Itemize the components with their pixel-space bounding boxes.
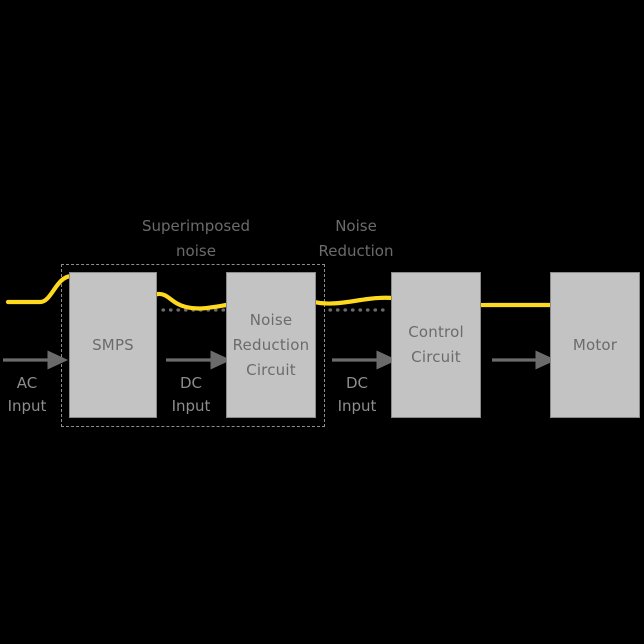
- block-noise-reduction-circuit[interactable]: Noise Reduction Circuit: [226, 272, 316, 418]
- block-motor[interactable]: Motor: [550, 272, 640, 418]
- block-motor-label: Motor: [572, 335, 618, 354]
- block-noise-reduction-circuit-label: Noise Reduction Circuit: [232, 310, 310, 379]
- caption-noise-reduction: Noise Reduction: [318, 217, 394, 260]
- io-label-dc-input-2: DC Input: [337, 374, 377, 415]
- block-smps[interactable]: SMPS: [69, 272, 157, 418]
- block-control-circuit[interactable]: Control Circuit: [391, 272, 481, 418]
- io-label-ac-input: AC Input: [7, 374, 47, 415]
- io-label-dc-input-1: DC Input: [171, 374, 211, 415]
- caption-superimposed-noise: Superimposed noise: [142, 217, 250, 260]
- noise-region-outline: [61, 264, 325, 427]
- block-control-circuit-label: Control Circuit: [408, 323, 464, 366]
- block-smps-label: SMPS: [92, 335, 134, 354]
